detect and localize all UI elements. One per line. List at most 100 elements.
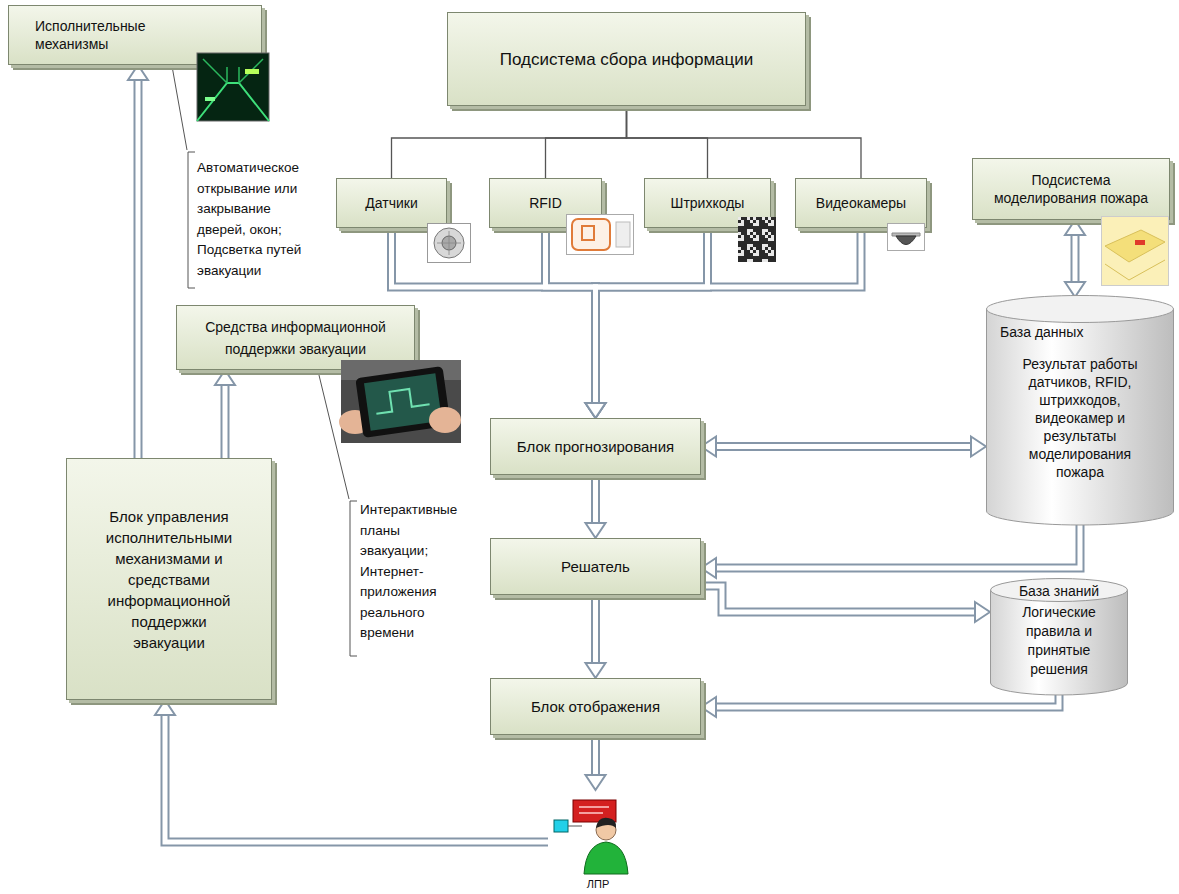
process-box: RFID [489,178,602,228]
photo-frame [567,215,634,255]
person-label: ЛПР [548,878,648,890]
arrow-outline [591,735,600,778]
barcode-cell [768,238,771,241]
process-box: Средства информационной поддержки эвакуа… [176,305,415,370]
barcode-cell [741,220,744,223]
tree-line [627,106,862,178]
process-box: Решатель [490,538,701,595]
barcode-cell [738,217,741,220]
arrow-fill [713,444,974,449]
arrow-fill [713,525,1080,568]
barcode-cell [771,250,774,253]
corridor-line [203,59,263,83]
barcode-cell [750,250,753,253]
callout-note: Автоматическое открывание или закрывание… [197,158,312,281]
icon-picture [738,217,776,262]
barcode-cell [750,244,753,247]
cylinder-top [991,579,1128,602]
process-box: Подсистема моделирования пожара [972,158,1170,220]
barcode-cell [771,253,774,256]
rfid-symbol [582,226,594,240]
cylinder-title: База данных [986,323,1083,341]
tablet-screen [374,386,430,413]
box-label: Подсистема моделирования пожара [986,171,1156,207]
arrow-head [975,602,990,622]
icon-picture [566,214,634,255]
exit-light [205,97,215,101]
cylinder-body [987,309,1174,525]
barcode-cell [768,253,771,256]
barcode-cell [765,229,768,232]
wire [568,826,582,827]
bracket [350,501,357,656]
arrow-fill [223,382,228,458]
barcode-cell [747,259,750,262]
box-label: Штрихкоды [671,194,745,212]
database-cylinder: База знанийЛогические правила и принятые… [990,578,1128,695]
arrow-fill [1073,232,1078,285]
barcode-cell [738,223,741,226]
arrow-outline [713,695,1059,707]
process-box: Подсистема сбора информации [447,12,806,106]
barcode-cell [738,253,741,256]
barcode-cell [756,223,759,226]
tree-line [546,106,627,178]
arrow-fill [713,695,1059,707]
photo-frame [1102,217,1169,286]
arrow-outline [221,382,230,458]
sensor-symbol [437,231,461,255]
barcode-cell [768,223,771,226]
barcode-cell [750,235,753,238]
barcode-cell [747,217,750,220]
arrow-fill [136,77,141,458]
arrow-outline [596,228,862,406]
barcode-cell [765,220,768,223]
arrow-outline [591,475,600,526]
barcode-cell [747,229,750,232]
barcode-cell [753,232,756,235]
barcode-cell [753,238,756,241]
box-label: Блок отображения [531,697,660,716]
barcode-cell [747,244,750,247]
arrow-outline [713,525,1080,568]
arrow-outline [701,586,978,612]
photo-frame [888,224,925,251]
box-label: Блок прогнозирования [517,437,674,456]
arrow-head [701,558,716,578]
barcode-cell [762,247,765,250]
cylinder-top [987,296,1174,323]
tree-line [392,106,627,178]
box-label: Подсистема сбора информации [500,49,754,70]
barcode-cell [765,244,768,247]
process-box: Блок отображения [490,678,701,735]
barcode-cell [771,223,774,226]
person-picture [548,790,648,876]
arrow-head [1065,282,1085,297]
rfid-symbol [572,219,610,250]
arrow-fill [701,586,978,612]
arrow-head [586,403,606,418]
process-box: Датчики [336,178,447,228]
process-box: Исполнительные механизмы [8,5,262,65]
arrow-fill [593,595,598,666]
fire-spot [1135,240,1145,245]
arrow-head [971,437,986,457]
person-icon: ЛПР [548,790,648,890]
barcode-cell [753,253,756,256]
barcode-cell [762,217,765,220]
box-label: RFID [529,194,562,212]
icon-picture [887,223,925,251]
photo-frame [428,224,471,263]
arrow-fill [593,735,598,778]
arrow-head [701,697,716,717]
barcode-cell [762,259,765,262]
arrow-outline [713,442,974,451]
barcode-cell [741,235,744,238]
barcode-cell [738,247,741,250]
barcode-cell [753,247,756,250]
barcode-cell [765,259,768,262]
barcode-cell [750,220,753,223]
arrow-head [128,65,148,80]
barcode-cell [762,229,765,232]
barcode-cell [756,253,759,256]
